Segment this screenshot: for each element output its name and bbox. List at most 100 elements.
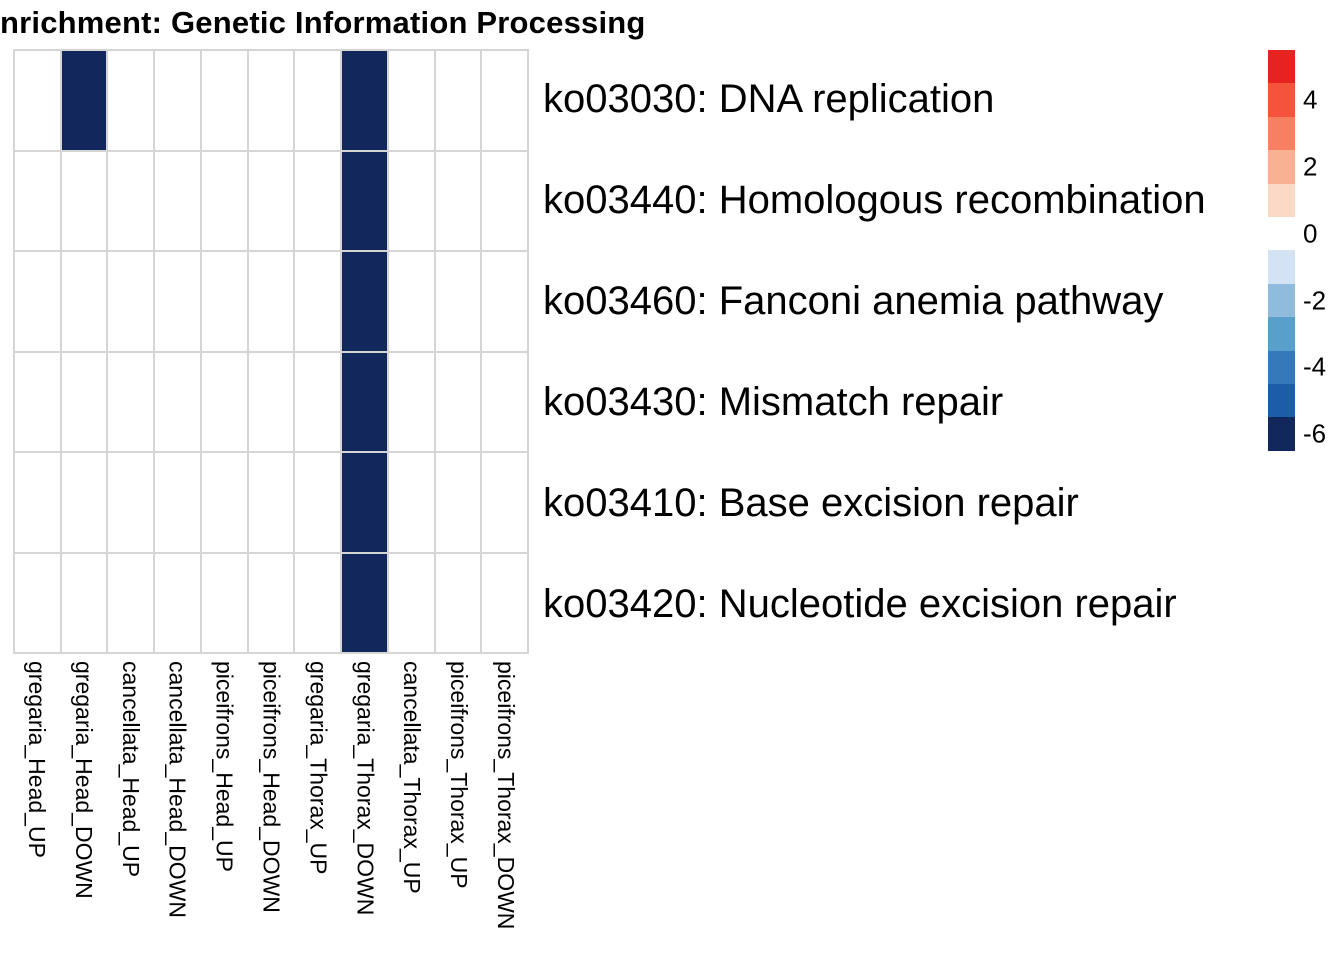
row-label: ko03460: Fanconi anemia pathway — [543, 279, 1164, 324]
heatmap-cell — [295, 453, 341, 552]
heatmap-cell — [435, 51, 481, 150]
legend-color-block — [1268, 83, 1295, 117]
heatmap-cell — [15, 51, 60, 150]
heatmap-cell — [435, 252, 481, 351]
col-label: piceifrons_Head_UP — [211, 661, 238, 872]
heatmap-cell — [295, 553, 341, 652]
heatmap-cell — [61, 51, 107, 150]
legend-tick-label: 2 — [1303, 151, 1318, 182]
heatmap-cell — [108, 252, 154, 351]
heatmap-cell — [435, 553, 481, 652]
heatmap-cell — [248, 151, 294, 250]
legend-color-block — [1268, 50, 1295, 84]
heatmap-cell — [155, 352, 200, 451]
heatmap-cell — [388, 553, 434, 652]
legend-tick-label: -6 — [1303, 418, 1327, 449]
row-labels: ko03030: DNA replication ko03440: Homolog… — [543, 49, 1333, 654]
heatmap-cell — [248, 453, 294, 552]
heatmap-cell — [482, 553, 527, 652]
heatmap-cell — [201, 352, 247, 451]
heatmap-cell — [61, 352, 107, 451]
heatmap-cell — [108, 352, 154, 451]
legend-color-block — [1268, 183, 1295, 217]
heatmap-cell — [108, 553, 154, 652]
heatmap-cell — [248, 252, 294, 351]
col-label: cancellata_Thorax_UP — [399, 661, 426, 894]
heatmap-cell — [342, 352, 387, 451]
legend-colorbar — [1268, 50, 1295, 451]
heatmap-cell — [155, 151, 200, 250]
heatmap-cell — [342, 252, 387, 351]
heatmap-cell — [61, 553, 107, 652]
col-label: gregaria_Thorax_DOWN — [352, 661, 379, 916]
heatmap-cell — [435, 352, 481, 451]
col-label: cancellata_Head_UP — [117, 661, 144, 878]
row-label: ko03410: Base excision repair — [543, 480, 1079, 525]
heatmap-cell — [482, 453, 527, 552]
heatmap-cell — [15, 553, 60, 652]
chart-title: nrichment: Genetic Information Processin… — [0, 5, 646, 40]
row-label: ko03030: DNA replication — [543, 77, 995, 122]
heatmap-cell — [435, 151, 481, 250]
heatmap-cell — [388, 252, 434, 351]
col-label: cancellata_Head_DOWN — [164, 661, 191, 918]
heatmap-cell — [342, 553, 387, 652]
heatmap-cell — [201, 51, 247, 150]
row-label: ko03440: Homologous recombination — [543, 178, 1206, 223]
heatmap-cell — [295, 51, 341, 150]
heatmap-cell — [388, 51, 434, 150]
legend-tick-label: -2 — [1303, 285, 1327, 315]
heatmap-cell — [388, 151, 434, 250]
heatmap-cell — [482, 151, 527, 250]
heatmap-cell — [295, 352, 341, 451]
heatmap-cell — [248, 553, 294, 652]
heatmap-cell — [15, 352, 60, 451]
heatmap-cell — [342, 151, 387, 250]
heatmap-cell — [201, 151, 247, 250]
heatmap-cell — [201, 553, 247, 652]
col-label: piceifrons_Head_DOWN — [258, 661, 285, 913]
heatmap-cell — [201, 252, 247, 351]
heatmap-cell — [388, 453, 434, 552]
heatmap-cell — [108, 453, 154, 552]
heatmap-cell — [295, 151, 341, 250]
heatmap-cell — [295, 252, 341, 351]
heatmap-cell — [15, 151, 60, 250]
heatmap-cell — [15, 453, 60, 552]
legend-color-block — [1268, 283, 1295, 318]
heatmap-cell — [482, 252, 527, 351]
legend-color-block — [1268, 417, 1295, 451]
heatmap-grid — [13, 49, 529, 654]
heatmap-cell — [248, 51, 294, 150]
col-label: gregaria_Thorax_UP — [305, 661, 332, 875]
heatmap-cell — [61, 453, 107, 552]
heatmap-cell — [388, 352, 434, 451]
heatmap-cell — [342, 453, 387, 552]
col-label: gregaria_Head_UP — [23, 661, 50, 858]
heatmap-cell — [108, 51, 154, 150]
heatmap-cell — [435, 453, 481, 552]
legend-color-block — [1268, 250, 1295, 284]
legend-tick-label: 4 — [1303, 84, 1318, 115]
legend-tick-label: -4 — [1303, 351, 1327, 382]
legend-color-block — [1268, 317, 1295, 351]
heatmap-cell — [155, 51, 200, 150]
heatmap-cell — [108, 151, 154, 250]
row-label: ko03430: Mismatch repair — [543, 379, 1004, 424]
heatmap-cell — [61, 151, 107, 250]
col-label: piceifrons_Thorax_UP — [446, 661, 473, 889]
heatmap-cell — [248, 352, 294, 451]
heatmap-cell — [482, 51, 527, 150]
heatmap-cell — [15, 252, 60, 351]
heatmap-cell — [482, 352, 527, 451]
heatmap-cell — [61, 252, 107, 351]
heatmap-cell — [201, 453, 247, 552]
col-label: piceifrons_Thorax_DOWN — [493, 661, 520, 930]
heatmap-cell — [342, 51, 387, 150]
legend-color-block — [1268, 116, 1295, 151]
row-label: ko03420: Nucleotide excision repair — [543, 581, 1177, 626]
